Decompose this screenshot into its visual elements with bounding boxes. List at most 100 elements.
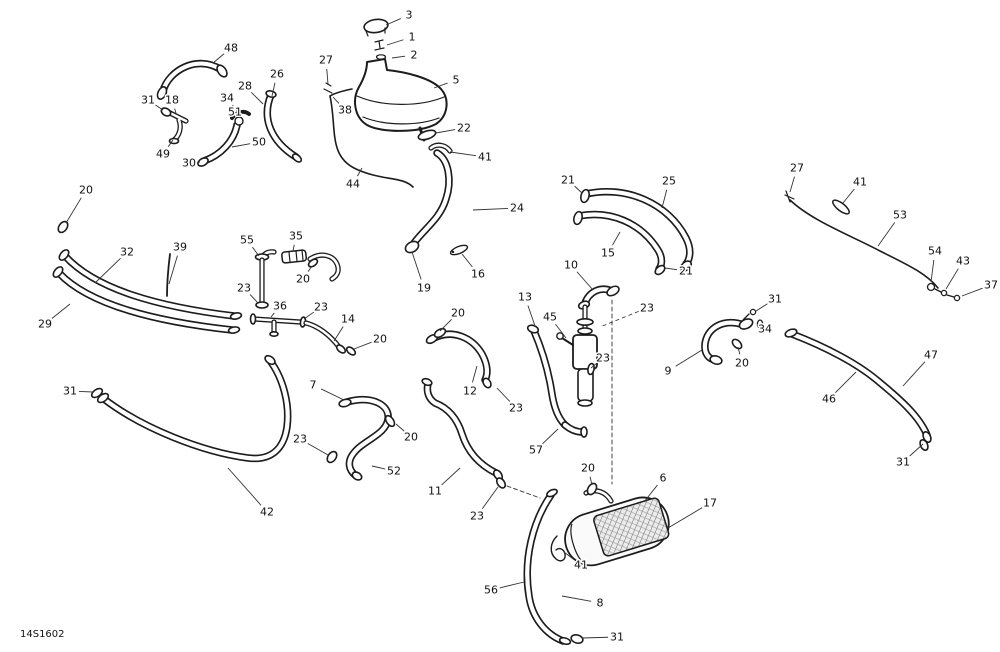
grommet-41-right bbox=[832, 199, 850, 215]
leader-line-20 bbox=[307, 265, 313, 272]
callout-34: 34 bbox=[220, 92, 234, 105]
leader-line-20 bbox=[65, 197, 82, 224]
leader-line-23 bbox=[496, 387, 511, 402]
hose-24-assembly bbox=[404, 142, 469, 256]
leader-line-10 bbox=[576, 271, 594, 291]
callout-31: 31 bbox=[141, 94, 155, 107]
leader-line-31 bbox=[581, 636, 609, 639]
leader-line-17 bbox=[667, 507, 703, 529]
clamp-20-elbow9 bbox=[731, 338, 743, 350]
callout-3: 3 bbox=[406, 9, 413, 22]
leader-line-5 bbox=[433, 82, 448, 89]
hose-14 bbox=[303, 320, 342, 350]
callout-35: 35 bbox=[289, 230, 303, 243]
callout-5: 5 bbox=[453, 74, 460, 87]
thermostat-assembly bbox=[526, 285, 620, 485]
hose-11 bbox=[421, 377, 541, 499]
callout-24: 24 bbox=[510, 202, 524, 215]
hose-inner-line bbox=[160, 61, 223, 94]
callout-47: 47 bbox=[924, 349, 938, 362]
leader-line-24 bbox=[472, 207, 509, 211]
leader-line-11 bbox=[441, 467, 461, 486]
leader-line-13 bbox=[527, 305, 536, 327]
bleed-valve-45 bbox=[556, 332, 564, 340]
callout-23: 23 bbox=[293, 433, 307, 446]
hose-inner-line bbox=[583, 189, 692, 267]
callout-20: 20 bbox=[581, 462, 595, 475]
hose-15 bbox=[572, 210, 666, 276]
clamp-20-left bbox=[57, 220, 69, 234]
hose-inner-line bbox=[344, 397, 391, 478]
leader-line-36 bbox=[270, 312, 275, 318]
leader-line-16 bbox=[461, 253, 473, 268]
callout-55: 55 bbox=[240, 234, 254, 247]
leader-line-20 bbox=[353, 341, 372, 350]
fitting-cluster-55-35-36 bbox=[249, 249, 357, 356]
leader-line-43 bbox=[945, 268, 959, 290]
callout-36: 36 bbox=[273, 300, 287, 313]
callout-31: 31 bbox=[896, 456, 910, 469]
callout-31: 31 bbox=[63, 385, 77, 398]
bracket-16 bbox=[449, 244, 469, 256]
hose-inner-line bbox=[431, 332, 490, 383]
callout-37: 37 bbox=[984, 279, 998, 292]
leader-line-35 bbox=[292, 244, 295, 252]
leader-line-23 bbox=[307, 443, 329, 456]
clamp-30 bbox=[197, 157, 209, 167]
hose-29 bbox=[52, 266, 241, 334]
callout-14: 14 bbox=[341, 313, 355, 326]
leader-line-20 bbox=[395, 423, 405, 432]
hose-inner-line bbox=[429, 143, 452, 153]
tube-44 bbox=[329, 95, 414, 188]
hose-50-assembly bbox=[197, 109, 251, 167]
leader-line-41 bbox=[842, 188, 855, 204]
callout-23: 23 bbox=[509, 402, 523, 415]
leader-lines-layer bbox=[51, 18, 983, 639]
leader-line-41 bbox=[563, 551, 575, 560]
callout-25: 25 bbox=[662, 175, 676, 188]
clamp-20-elbow bbox=[307, 258, 319, 268]
callout-13: 13 bbox=[518, 291, 532, 304]
callout-6: 6 bbox=[660, 472, 667, 485]
hose-inner-line bbox=[576, 212, 664, 272]
clamp-20-hose12 bbox=[433, 327, 447, 339]
hose-inner-line bbox=[425, 381, 499, 476]
callout-41: 41 bbox=[574, 559, 588, 572]
callout-7: 7 bbox=[310, 379, 317, 392]
leader-line-31 bbox=[755, 303, 768, 312]
hose-48-assembly bbox=[156, 59, 228, 145]
callout-2: 2 bbox=[411, 49, 418, 62]
callout-11: 11 bbox=[428, 485, 442, 498]
tie-strap-39 bbox=[166, 253, 171, 297]
tee-36 bbox=[249, 313, 303, 337]
leader-line-12 bbox=[471, 365, 478, 383]
leader-line-21 bbox=[574, 185, 583, 194]
clamp-20-hose7 bbox=[384, 414, 396, 428]
hose-12 bbox=[425, 327, 492, 389]
leader-line-9 bbox=[675, 349, 703, 367]
leader-line-6 bbox=[643, 484, 658, 503]
hose-inner-line bbox=[531, 328, 568, 428]
leader-line-15 bbox=[612, 231, 621, 246]
diagram-code: 14S1602 bbox=[20, 629, 65, 640]
hose-inner-line bbox=[411, 150, 452, 246]
callout-8: 8 bbox=[597, 597, 604, 610]
callout-23: 23 bbox=[640, 302, 654, 315]
callout-23: 23 bbox=[237, 282, 251, 295]
leader-line-37 bbox=[961, 287, 983, 297]
screw-27-top bbox=[323, 82, 333, 94]
leader-line-49 bbox=[167, 139, 174, 147]
hose-inner-line bbox=[308, 253, 340, 281]
leader-line-3 bbox=[385, 18, 401, 26]
callout-17: 17 bbox=[703, 497, 717, 510]
clamp-23-hose12 bbox=[482, 377, 492, 389]
callout-41: 41 bbox=[853, 176, 867, 189]
end-52 bbox=[351, 471, 363, 481]
tube-44-assembly bbox=[323, 82, 414, 188]
leader-line-47 bbox=[902, 361, 926, 387]
callout-23: 23 bbox=[314, 301, 328, 314]
leader-line-52 bbox=[371, 465, 386, 470]
callout-54: 54 bbox=[928, 245, 942, 258]
clamp-23-pipe bbox=[255, 301, 269, 309]
